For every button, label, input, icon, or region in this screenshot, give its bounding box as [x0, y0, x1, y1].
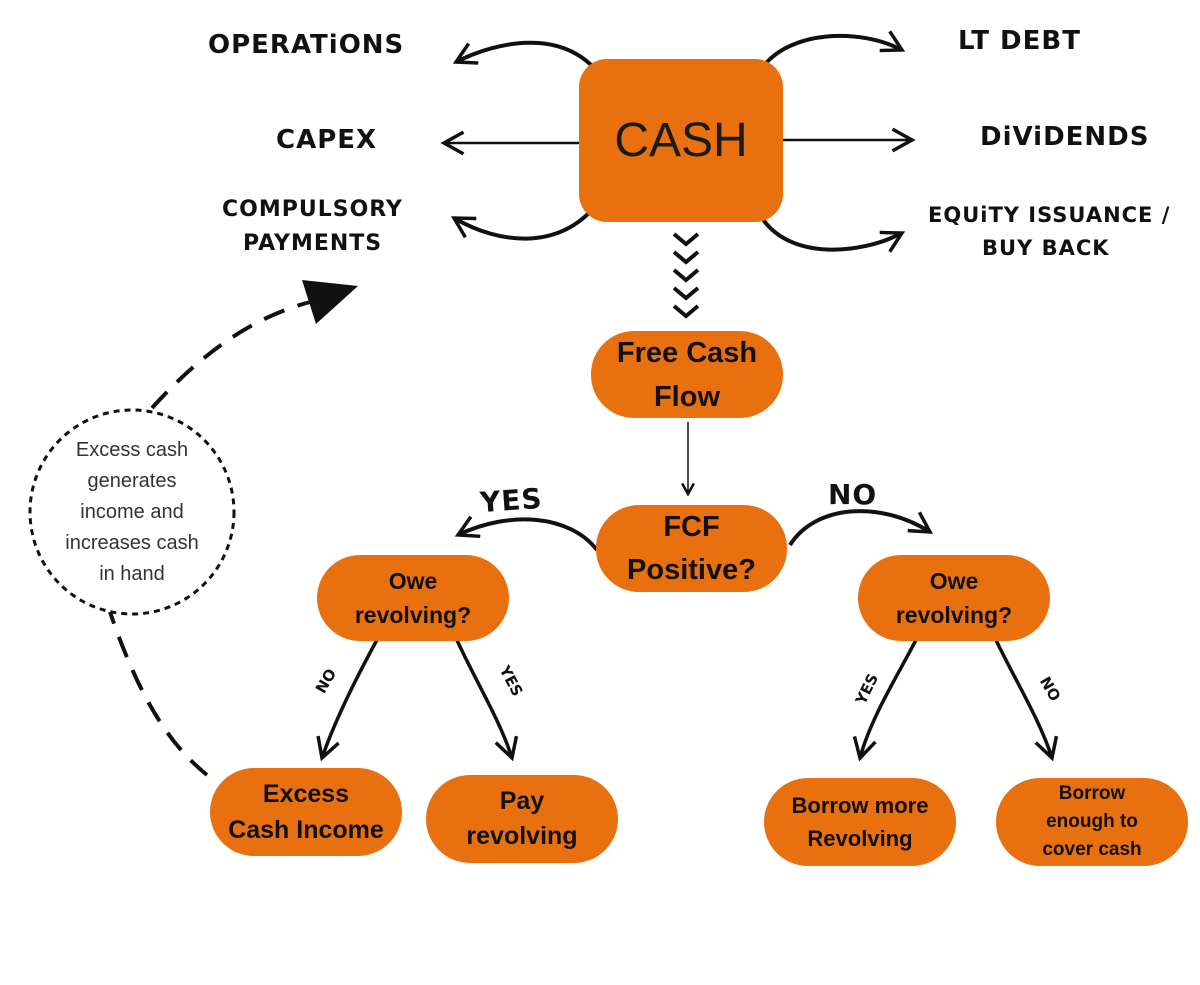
- dividends-label: DiViDENDS: [980, 122, 1150, 152]
- decision-node-line2: Positive?: [627, 553, 756, 586]
- decision-node-shape: [596, 505, 787, 592]
- right-question-shape: [858, 555, 1050, 641]
- pay-revolving-line2: revolving: [466, 822, 578, 850]
- pay-revolving-shape: [426, 775, 618, 863]
- no-branch-label: NO: [828, 478, 878, 511]
- right-question-line2: revolving?: [895, 602, 1013, 628]
- arrow-to-operations: [452, 40, 598, 72]
- right-question-line1: Owe: [929, 568, 979, 594]
- excess-cash-shape: [210, 768, 402, 856]
- decision-node-line1: FCF: [663, 510, 720, 543]
- buy-back-label: BUY BACK: [982, 236, 1110, 260]
- arrow-to-lt-debt: [760, 30, 906, 70]
- excess-cash-line1: Excess: [262, 780, 350, 808]
- arrow-to-equity-issuance: [760, 216, 906, 253]
- borrow-more-line2: Revolving: [807, 826, 913, 851]
- loop-note-circle: [28, 408, 236, 616]
- arrow-no-branch: [788, 509, 934, 547]
- excess-cash-node: Excess Cash Income: [210, 768, 402, 856]
- pay-revolving-node: Pay revolving: [426, 775, 618, 863]
- loop-note-line1: Excess cash: [75, 438, 189, 461]
- borrow-enough-line3: cover cash: [1042, 839, 1142, 860]
- loop-note-line3: income and: [80, 500, 184, 523]
- arrow-right-yes: [852, 639, 918, 762]
- borrow-enough-line1: Borrow: [1058, 783, 1126, 804]
- left-question-shape: [317, 555, 509, 641]
- payments-label: PAYMENTS: [243, 231, 383, 256]
- arrow-right-no: [994, 639, 1059, 762]
- compulsory-label: COMPULSORY: [222, 197, 403, 222]
- dashed-loop-lower: [108, 611, 209, 777]
- loop-note-line2: generates: [87, 469, 177, 492]
- excess-cash-line2: Cash Income: [228, 816, 384, 844]
- decision-node: FCF Positive?: [596, 505, 787, 592]
- fcf-node-line1: Free Cash: [616, 336, 758, 369]
- cash-node-label: CASH: [614, 114, 748, 167]
- arrow-yes-branch: [454, 515, 599, 552]
- dashed-loop-upper: [150, 300, 311, 410]
- loop-note-line4: increases cash: [65, 531, 199, 554]
- loop-note: Excess cash generates income and increas…: [32, 412, 232, 612]
- pay-revolving-line1: Pay: [499, 787, 545, 815]
- right-question-node: Owe revolving?: [858, 555, 1050, 641]
- cash-node-shape: [579, 59, 783, 222]
- cash-node: CASH: [579, 59, 783, 222]
- borrow-enough-shape: [996, 778, 1188, 866]
- borrow-enough-node: Borrow enough to cover cash: [996, 778, 1188, 866]
- arrow-left-yes: [454, 637, 519, 762]
- arrow-to-compulsory-payments: [450, 203, 598, 241]
- left-question-node: Owe revolving?: [317, 555, 509, 641]
- arrow-left-no: [316, 637, 380, 762]
- fcf-node: Free Cash Flow: [591, 331, 783, 418]
- loop-note-line5: in hand: [99, 562, 165, 585]
- equity-issuance-label: EQUiTY ISSUANCE /: [928, 203, 1171, 227]
- lt-debt-label: LT DEBT: [958, 26, 1081, 56]
- capex-label: CAPEX: [276, 125, 378, 155]
- chevron-chain-icon: [672, 232, 700, 319]
- borrow-more-node: Borrow more Revolving: [764, 778, 956, 866]
- fcf-node-shape: [591, 331, 783, 418]
- borrow-more-shape: [764, 778, 956, 866]
- fcf-node-line2: Flow: [653, 380, 721, 413]
- operations-label: OPERATiONS: [208, 30, 405, 60]
- dashed-loop-arrowhead-icon: [302, 280, 358, 324]
- left-question-line1: Owe: [388, 568, 438, 594]
- borrow-enough-line2: enough to: [1046, 811, 1138, 832]
- left-question-line2: revolving?: [354, 602, 472, 628]
- borrow-more-line1: Borrow more: [791, 793, 929, 818]
- yes-branch-label: YES: [478, 481, 544, 520]
